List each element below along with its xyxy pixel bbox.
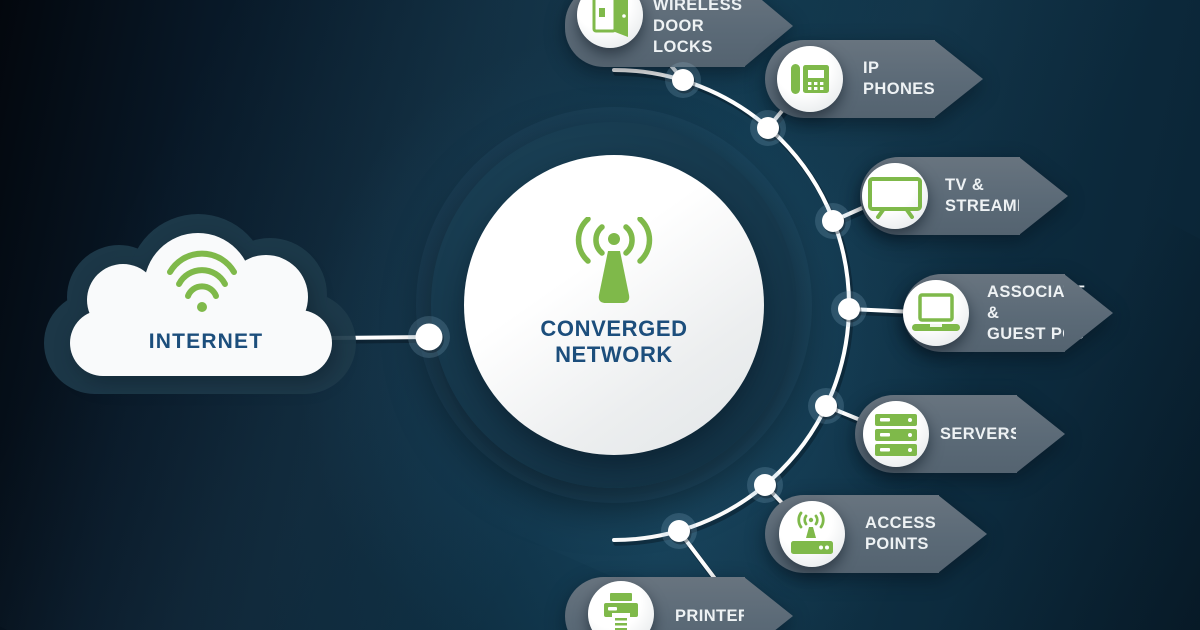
cloud-halo — [44, 214, 356, 394]
laptop-icon — [912, 293, 960, 331]
wifi-icon — [167, 250, 237, 299]
access-point-icon — [791, 511, 833, 554]
internet-link-line — [330, 335, 431, 340]
device-circle-access-points — [779, 501, 845, 567]
device-circle-printers — [588, 581, 654, 630]
ip-phone-icon — [791, 64, 829, 94]
door-lock-icon — [592, 0, 628, 37]
hub-label: CONVERGED NETWORK — [540, 316, 688, 367]
server-stack-icon — [875, 414, 917, 456]
antenna-broadcast-icon — [575, 217, 653, 303]
printer-icon — [604, 593, 638, 630]
device-circle-servers — [863, 401, 929, 467]
device-circle-tv-streaming — [862, 163, 928, 229]
internet-label: INTERNET — [148, 330, 264, 353]
node-label: PRINTERS — [675, 606, 762, 625]
internet-cloud — [44, 214, 356, 394]
device-circle-ip-phones — [777, 46, 843, 112]
tv-icon — [868, 177, 922, 219]
node-label: IP PHONES — [863, 59, 936, 98]
device-circle-door-locks — [577, 0, 643, 48]
device-circle-associate-guest-pcs — [903, 280, 969, 346]
cloud-shape — [70, 233, 332, 376]
